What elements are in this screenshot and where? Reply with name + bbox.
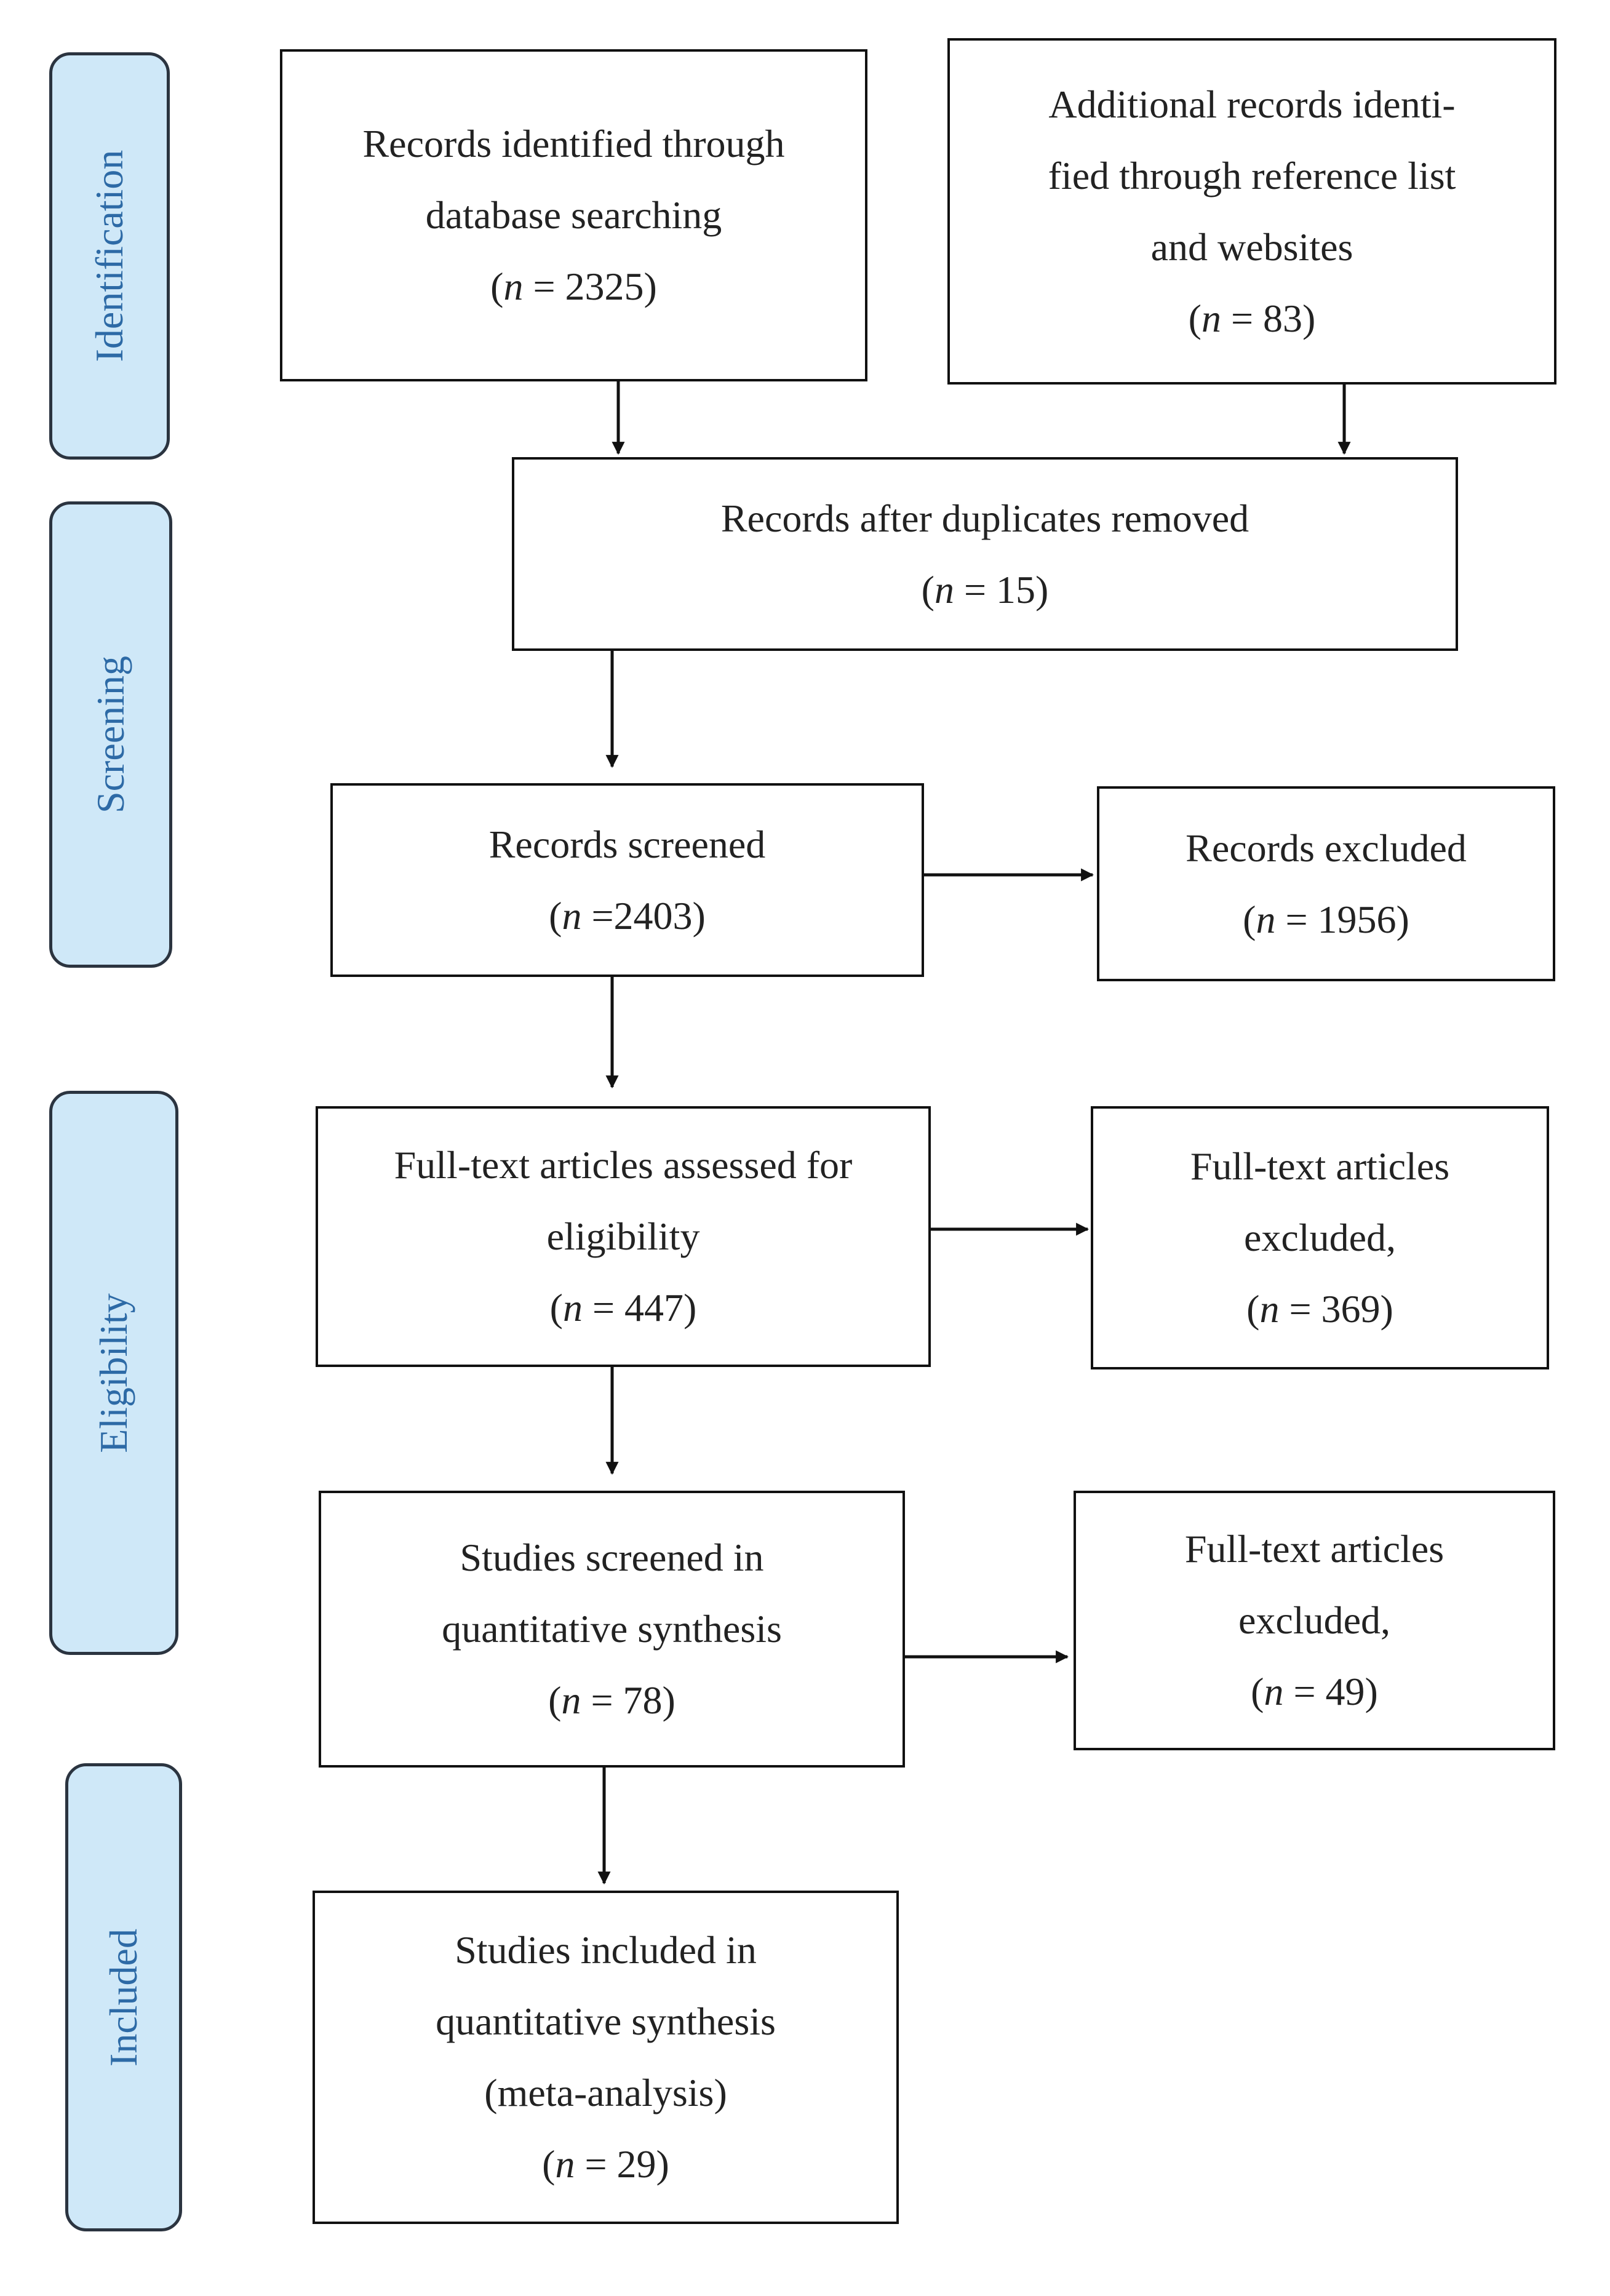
stage-label-eligibility: Eligibility bbox=[92, 1293, 135, 1453]
box-studies-included: Studies included in quantitative synthes… bbox=[313, 1891, 899, 2224]
box-count: (n = 49) bbox=[1251, 1670, 1378, 1713]
stage-label-identification: Identification bbox=[87, 149, 131, 362]
box-count: (n =2403) bbox=[549, 893, 706, 938]
box-studies-excluded: Full-text articles excluded, (n = 49) bbox=[1074, 1491, 1555, 1750]
box-line: Studies included in bbox=[455, 1928, 757, 1972]
box-count: (n = 29) bbox=[542, 2142, 669, 2186]
box-line: excluded, bbox=[1244, 1216, 1396, 1259]
box-count: (n = 447) bbox=[549, 1286, 697, 1329]
box-count: (n = 15) bbox=[921, 567, 1049, 612]
box-line: Full-text articles bbox=[1184, 1527, 1445, 1571]
stage-label-included: Included bbox=[102, 1928, 145, 2067]
box-count: (n = 369) bbox=[1246, 1287, 1393, 1331]
box-line: excluded, bbox=[1238, 1598, 1390, 1642]
stage-label-screening: Screening bbox=[89, 656, 132, 813]
box-line: quantitative synthesis bbox=[442, 1607, 782, 1651]
stage-included: Included bbox=[65, 1763, 182, 2231]
box-studies-screened: Studies screened in quantitative synthes… bbox=[319, 1491, 905, 1768]
box-records-excluded: Records excluded (n = 1956) bbox=[1097, 786, 1555, 981]
box-count: (n = 2325) bbox=[490, 265, 657, 308]
box-records-screened: Records screened (n =2403) bbox=[330, 783, 924, 977]
box-line: Records excluded bbox=[1186, 826, 1467, 870]
box-count: (n = 78) bbox=[548, 1678, 675, 1722]
box-line: Records after duplicates removed bbox=[720, 496, 1249, 540]
box-line: fied through reference list bbox=[1048, 153, 1456, 197]
box-line: Records screened bbox=[488, 822, 766, 866]
box-line: database searching bbox=[425, 193, 722, 237]
box-line: eligibility bbox=[546, 1214, 700, 1258]
box-line: quantitative synthesis bbox=[436, 1999, 776, 2043]
stage-screening: Screening bbox=[49, 501, 172, 968]
box-database-search: Records identified through database sear… bbox=[280, 49, 867, 381]
box-line: (meta-analysis) bbox=[484, 2071, 727, 2115]
box-line: Records identified through bbox=[362, 122, 785, 165]
box-line: Full-text articles bbox=[1190, 1144, 1450, 1188]
box-line: and websites bbox=[1150, 225, 1353, 269]
box-fulltext-excluded: Full-text articles excluded, (n = 369) bbox=[1091, 1106, 1549, 1369]
box-duplicates-removed: Records after duplicates removed (n = 15… bbox=[512, 457, 1458, 651]
stage-eligibility: Eligibility bbox=[49, 1091, 178, 1655]
box-line: Full-text articles assessed for bbox=[394, 1143, 853, 1187]
box-line: Additional records identi- bbox=[1048, 82, 1456, 126]
box-count: (n = 1956) bbox=[1243, 897, 1409, 941]
box-line: Studies screened in bbox=[460, 1536, 764, 1579]
box-count: (n = 83) bbox=[1188, 296, 1316, 340]
box-fulltext-assessed: Full-text articles assessed for eligibil… bbox=[316, 1106, 931, 1367]
stage-identification: Identification bbox=[49, 52, 170, 460]
box-additional-records: Additional records identi- fied through … bbox=[947, 38, 1556, 385]
